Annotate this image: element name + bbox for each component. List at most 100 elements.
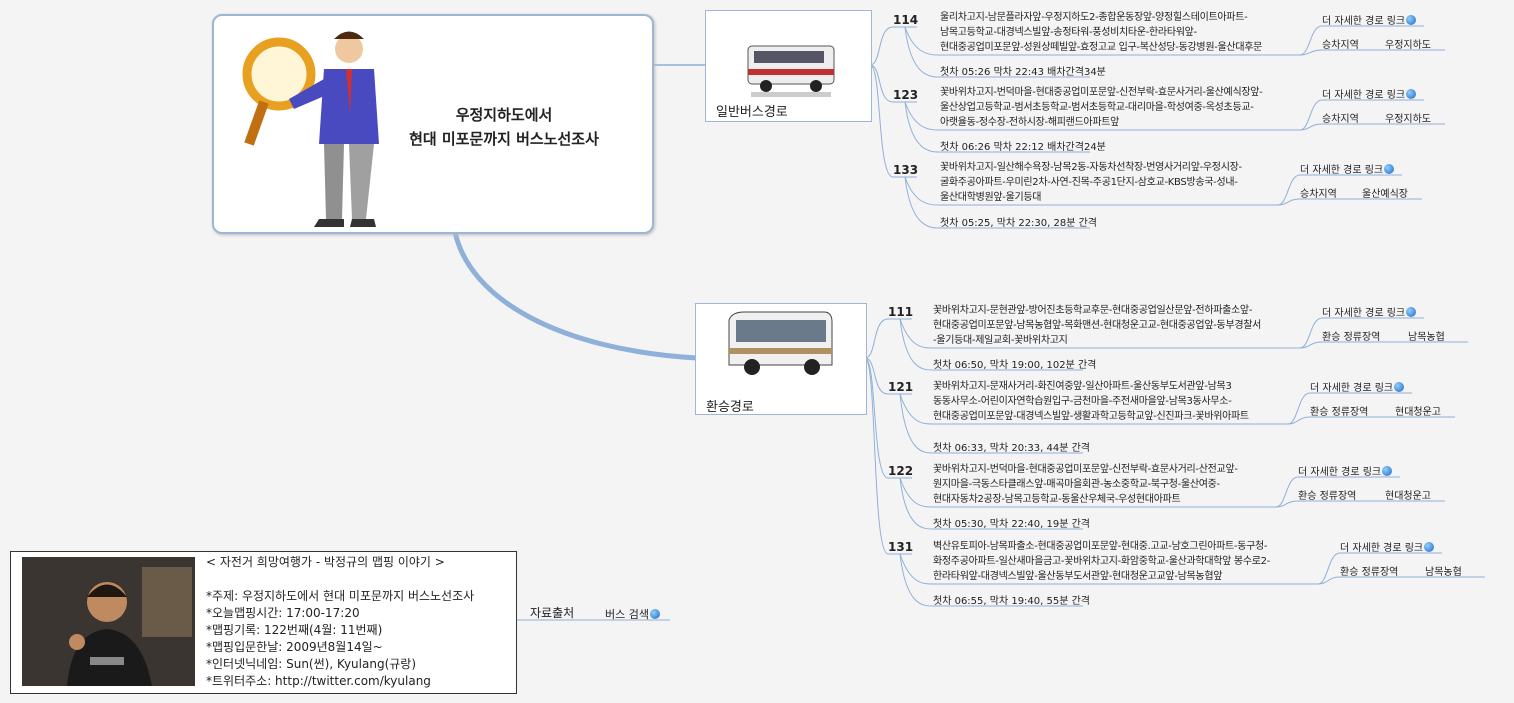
stops-line: 벽산유토피아-남목파출소-현대중공업미포문앞-현대중.고교-남호그린아파트-동구… xyxy=(933,541,1268,552)
profile-line: *맵핑기록: 122번째(4월: 11번째) xyxy=(206,623,383,637)
stops-line: 울리차고지-남문플라자앞-우정지하도2-종합운동장앞-양정힐스테이트아파트- xyxy=(940,12,1248,23)
route-stops[interactable]: 벽산유토피아-남목파출소-현대중공업미포문앞-현대중.고교-남호그린아파트-동구… xyxy=(933,539,1270,584)
branch-transfer[interactable]: 환승경로 xyxy=(695,303,867,415)
route-stops[interactable]: 꽃바위차고지-일산해수욕장-남목2동-자동차선착장-번영사거리앞-우정시장- 굴… xyxy=(940,160,1242,205)
area-value[interactable]: 현대청운고 xyxy=(1385,491,1431,502)
detail-route-link[interactable]: 더 자세한 경로 링크 xyxy=(1310,379,1405,394)
detail-route-link[interactable]: 더 자세한 경로 링크 xyxy=(1300,161,1395,176)
route-schedule[interactable]: 첫차 06:33, 막차 20:33, 44분 간격 xyxy=(933,443,1091,454)
central-title-line1: 우정지하도에서 xyxy=(455,106,553,124)
stops-line: 원지마을-극동스타클래스앞-매곡마을회관-농소중학교-북구청-울산여중- xyxy=(933,479,1220,490)
globe-link-icon xyxy=(1406,89,1417,99)
area-label[interactable]: 승차지역 xyxy=(1300,189,1337,200)
route-schedule[interactable]: 첫차 06:50, 막차 19:00, 102분 간격 xyxy=(933,360,1097,371)
profile-line: *맵핑입문한날: 2009년8월14일~ xyxy=(206,640,383,654)
detail-route-link[interactable]: 더 자세한 경로 링크 xyxy=(1298,463,1393,478)
profile-photo xyxy=(22,557,195,686)
branch-regular-bus[interactable]: 일반버스경로 xyxy=(705,10,872,122)
route-number[interactable]: 121 xyxy=(888,380,914,394)
stops-line: 꽃바위차고지-번덕마을-현대중공업미포문앞-신전부락-효문사거리-산전교앞- xyxy=(933,464,1238,475)
stops-line: 꽃바위차고지-번덕마을-현대중공업미포문앞-신전부락-효문사거리-울산예식장앞- xyxy=(940,87,1263,98)
route-schedule[interactable]: 첫차 05:30, 막차 22:40, 19분 간격 xyxy=(933,519,1091,530)
stops-line: 화정주공아파트-일산새마을금고-꽃바위차고지-화암중학교-울산과학대학앞 봉수로… xyxy=(933,556,1270,567)
stops-line: -울기등대-제일교회-꽃바위차고지 xyxy=(933,335,1068,346)
globe-link-icon xyxy=(1384,164,1395,174)
route-stops[interactable]: 꽃바위차고지-문재사거리-화진여중앞-일산아파트-울산동부도서관앞-남목3 동동… xyxy=(933,379,1249,424)
profile-header: < 자전거 희망여행가 - 박정규의 맵핑 이야기 > xyxy=(206,555,445,569)
stops-line: 남목고등학교-대경넥스빌앞-송정타워-풍성비치타운-한라타워앞- xyxy=(940,27,1197,38)
bus-search-label: 버스 검색 xyxy=(605,608,649,621)
area-value[interactable]: 현대청운고 xyxy=(1395,407,1441,418)
link-label: 더 자세한 경로 링크 xyxy=(1322,16,1406,27)
stops-line: 아랫율동-정수장-전하시장-해피랜드아파트앞 xyxy=(940,117,1120,128)
area-label[interactable]: 환승 정류장역 xyxy=(1340,567,1399,578)
link-label: 더 자세한 경로 링크 xyxy=(1298,467,1382,478)
central-title-line2: 현대 미포문까지 버스노선조사 xyxy=(409,130,599,148)
stops-line: 현대중공업미포문앞-대경넥스빌앞-생활과학고등학교앞-신진파크-꽃바위아파트 xyxy=(933,411,1249,422)
profile-line: *트위터주소: http://twitter.com/kyulang xyxy=(206,674,431,688)
stops-line: 꽃바위차고지-일산해수욕장-남목2동-자동차선착장-번영사거리앞-우정시장- xyxy=(940,162,1242,173)
route-stops[interactable]: 울리차고지-남문플라자앞-우정지하도2-종합운동장앞-양정힐스테이트아파트- 남… xyxy=(940,10,1262,55)
bus-search-link[interactable]: 버스 검색 xyxy=(605,606,660,622)
area-label[interactable]: 환승 정류장역 xyxy=(1310,407,1369,418)
area-value[interactable]: 울산예식장 xyxy=(1362,189,1408,200)
route-number[interactable]: 111 xyxy=(888,305,914,319)
route-number[interactable]: 114 xyxy=(893,13,919,27)
link-label: 더 자세한 경로 링크 xyxy=(1300,165,1384,176)
route-schedule[interactable]: 첫차 05:25, 막차 22:30, 28분 간격 xyxy=(940,218,1098,229)
detail-route-link[interactable]: 더 자세한 경로 링크 xyxy=(1340,539,1435,554)
route-number[interactable]: 131 xyxy=(888,540,914,554)
area-value[interactable]: 우정지하도 xyxy=(1385,40,1431,51)
detail-route-link[interactable]: 더 자세한 경로 링크 xyxy=(1322,86,1417,101)
route-stops[interactable]: 꽃바위차고지-번덕마을-현대중공업미포문앞-신전부락-효문사거리-울산예식장앞-… xyxy=(940,85,1263,130)
stops-line: 한라타워앞-대경넥스빌앞-울산동부도서관앞-현대청운고교앞-남목농협앞 xyxy=(933,571,1223,582)
branch-label: 일반버스경로 xyxy=(716,105,788,120)
area-label[interactable]: 환승 정류장역 xyxy=(1298,491,1357,502)
route-number[interactable]: 122 xyxy=(888,464,914,478)
route-schedule[interactable]: 첫차 05:26 막차 22:43 배차간격34분 xyxy=(940,67,1106,78)
profile-line: *인터넷닉네임: Sun(썬), Kyulang(규랑) xyxy=(206,657,417,671)
globe-link-icon xyxy=(649,609,660,619)
globe-link-icon xyxy=(1394,382,1405,392)
globe-link-icon xyxy=(1406,15,1417,25)
link-label: 더 자세한 경로 링크 xyxy=(1322,90,1406,101)
stops-line: 울산대학병원앞-울기등대 xyxy=(940,192,1042,203)
globe-link-icon xyxy=(1424,542,1435,552)
globe-link-icon xyxy=(1406,307,1417,317)
bus-icon xyxy=(747,45,835,97)
route-stops[interactable]: 꽃바위차고지-문현관앞-방어진초등학교후문-현대중공업일산문앞-전하파출소앞- … xyxy=(933,303,1261,348)
detail-route-link[interactable]: 더 자세한 경로 링크 xyxy=(1322,12,1417,27)
stops-line: 현대자동차2공장-남목고등학교-동울산우체국-우성현대아파트 xyxy=(933,494,1181,505)
stops-line: 현대중공업미포문앞-남목농협앞-목화맨션-현대청운고교-현대중공업앞-동부경찰서 xyxy=(933,320,1262,331)
profile-line: *오늘맵핑시간: 17:00-17:20 xyxy=(206,606,360,620)
route-number[interactable]: 133 xyxy=(893,163,919,177)
route-number[interactable]: 123 xyxy=(893,88,919,102)
profile-box: < 자전거 희망여행가 - 박정규의 맵핑 이야기 > *주제: 우정지하도에서… xyxy=(10,551,517,694)
link-label: 더 자세한 경로 링크 xyxy=(1322,308,1406,319)
area-value[interactable]: 남목농협 xyxy=(1425,567,1462,578)
detail-route-link[interactable]: 더 자세한 경로 링크 xyxy=(1322,304,1417,319)
stops-line: 현대중공업미포문앞-성원상떼빌앞-효정고교 입구-복산성당-동강병원-울산대후문 xyxy=(940,42,1263,53)
route-stops[interactable]: 꽃바위차고지-번덕마을-현대중공업미포문앞-신전부락-효문사거리-산전교앞- 원… xyxy=(933,462,1238,507)
globe-link-icon xyxy=(1382,466,1393,476)
area-label[interactable]: 승차지역 xyxy=(1322,40,1359,51)
stops-line: 꽃바위차고지-문재사거리-화진여중앞-일산아파트-울산동부도서관앞-남목3 xyxy=(933,381,1232,392)
coach-bus-icon xyxy=(728,311,833,375)
route-schedule[interactable]: 첫차 06:55, 막차 19:40, 55분 간격 xyxy=(933,596,1091,607)
route-schedule[interactable]: 첫차 06:26 막차 22:12 배차간격24분 xyxy=(940,142,1106,153)
link-label: 더 자세한 경로 링크 xyxy=(1340,543,1424,554)
source-label: 자료출처 xyxy=(530,606,575,620)
area-value[interactable]: 남목농협 xyxy=(1408,332,1445,343)
branch-label: 환승경로 xyxy=(706,400,754,415)
area-label[interactable]: 승차지역 xyxy=(1322,114,1359,125)
businessman-magnifier-icon xyxy=(242,31,379,227)
profile-line: *주제: 우정지하도에서 현대 미포문까지 버스노선조사 xyxy=(206,589,475,603)
area-label[interactable]: 환승 정류장역 xyxy=(1322,332,1381,343)
stops-line: 동동사무소-어린이자연학습원입구-금천마을-주전새마을앞-남목3동사무소- xyxy=(933,396,1232,407)
central-topic[interactable]: 우정지하도에서 현대 미포문까지 버스노선조사 xyxy=(212,14,654,234)
area-value[interactable]: 우정지하도 xyxy=(1385,114,1431,125)
link-label: 더 자세한 경로 링크 xyxy=(1310,383,1394,394)
stops-line: 울산상업고등학교-범서초등학교-범서초등학교-대리마을-학성여중-옥성초등교- xyxy=(940,102,1254,113)
stops-line: 굴화주공아파트-우미린2차-사연-진목-주공1단지-삼호교-KBS방송국-성내- xyxy=(940,177,1238,188)
